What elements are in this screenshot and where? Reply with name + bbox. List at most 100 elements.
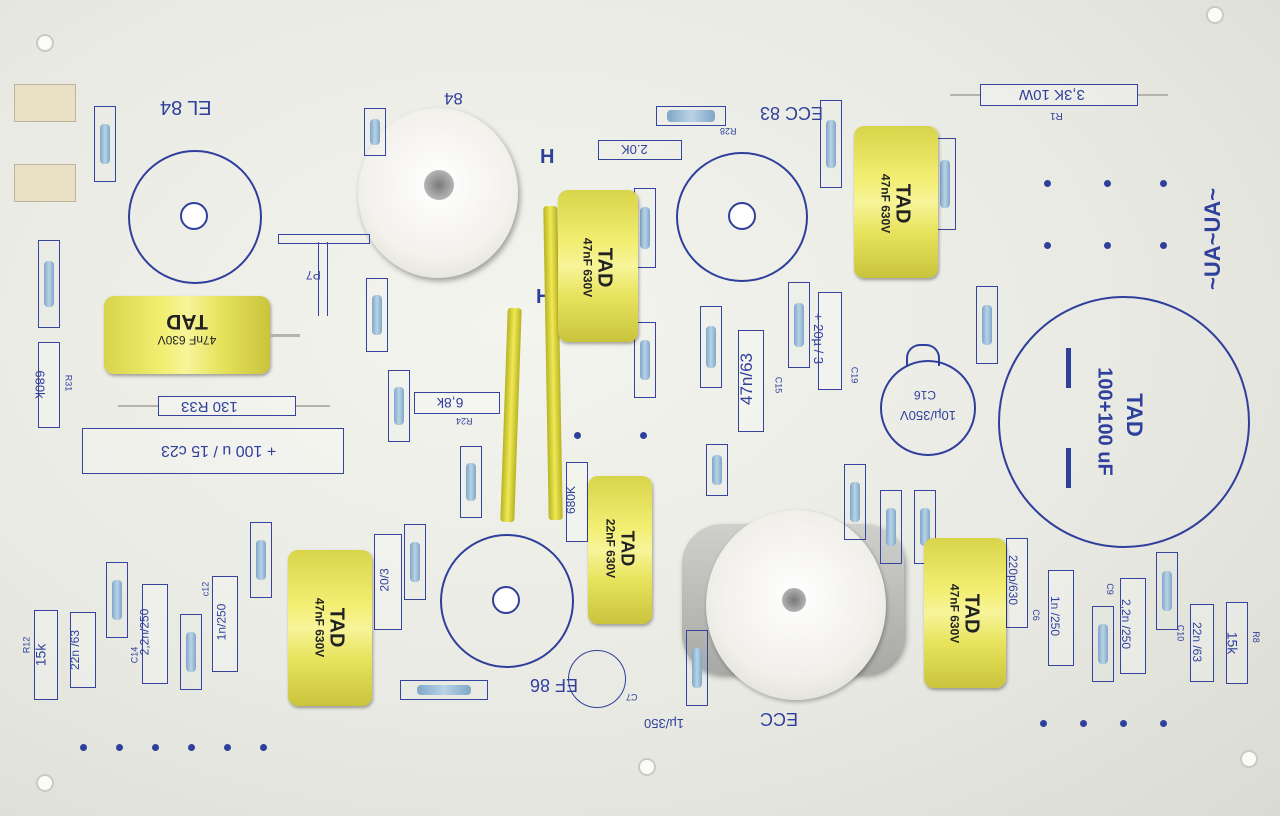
r21-resistor xyxy=(976,286,998,364)
c12-footprint: 1n/250 xyxy=(212,576,238,672)
r680k-footprint: 680K xyxy=(564,462,588,542)
r8-footprint: 15k xyxy=(1224,602,1248,684)
c9-footprint: 2,2n /250 xyxy=(1119,578,1146,674)
tad-cap-brand: TAD xyxy=(891,183,914,224)
tad-cap-c5: TAD 47nF 630V xyxy=(924,538,1006,688)
mounting-hole xyxy=(36,774,54,792)
tad-cap-value: 47nF 630V xyxy=(947,583,962,644)
r1-footprint: 3,3K 10W xyxy=(980,84,1138,106)
ecc-metal-socket xyxy=(682,510,904,710)
ua-label: ~UA~UA~ xyxy=(1200,187,1225,290)
r4-resistor xyxy=(880,490,902,564)
r11-resistor xyxy=(1156,552,1178,630)
connector-tab xyxy=(14,164,76,202)
c6-value: 220p/630 xyxy=(1006,554,1021,606)
r12-footprint: 15k xyxy=(32,610,58,700)
h-label: H xyxy=(540,146,555,168)
ecc-label: ECC xyxy=(760,709,799,729)
c9-ref: C9 xyxy=(1104,583,1115,595)
c19-ref: C19 xyxy=(849,366,860,384)
big-cap-value: 100+100 uF xyxy=(1093,367,1116,476)
mounting-hole xyxy=(1240,750,1258,768)
r24-footprint: 6,8k xyxy=(414,392,500,414)
tad-cap-value: 22nF 630V xyxy=(603,518,618,579)
lead xyxy=(296,405,330,407)
r1-value: 3,3K 10W xyxy=(1019,86,1085,103)
c10-footprint: 22n /63 xyxy=(1190,604,1214,682)
r8-value: 15k xyxy=(1224,631,1241,655)
r28-ref: R28 xyxy=(720,126,737,136)
c16-tab xyxy=(906,344,940,366)
r18-resistor xyxy=(686,630,708,706)
el84-label: EL 84 xyxy=(160,96,212,118)
tube-84-label: 84 xyxy=(444,89,463,108)
big-electrolytic-outline xyxy=(998,296,1250,548)
c19-footprint: + 20µ / 3 xyxy=(811,292,842,390)
tad-cap-value: 47nF 630V xyxy=(157,333,217,348)
r680k-value: 680K xyxy=(564,485,579,515)
tad-cap-value: 47nF 630V xyxy=(580,237,595,298)
r20-resistor xyxy=(700,306,722,388)
tad-cap-brand: TAD xyxy=(166,310,208,334)
c20-value: 20/3 xyxy=(377,568,392,592)
c9-value: 2,2n /250 xyxy=(1119,598,1134,650)
c14-footprint: 2,2n/250 xyxy=(137,584,168,684)
r33-label: 130 R33 xyxy=(181,398,238,415)
c15b-footprint: 22n /63 xyxy=(68,612,96,688)
c14-value: 2,2n/250 xyxy=(137,608,152,656)
r17-resistor xyxy=(706,444,728,496)
lead xyxy=(1138,94,1168,96)
c7-outline xyxy=(568,650,626,708)
c20-footprint: 20/3 xyxy=(374,534,402,630)
r16-resistor xyxy=(250,522,272,598)
r6-resistor xyxy=(460,446,482,518)
r31-value: 680k xyxy=(32,370,48,399)
c15-value: 47n/63 xyxy=(737,353,756,405)
c6-footprint: 220p/630 xyxy=(1006,538,1028,628)
c12-ref: c12 xyxy=(200,581,211,597)
c19-label: + 20µ / 3 xyxy=(811,312,827,365)
r35-resistor xyxy=(364,108,386,156)
tube-socket-84 xyxy=(358,108,518,278)
tad-cap-c4: TAD 47nF 630V xyxy=(288,550,372,706)
r28-value: 2.0K xyxy=(621,142,648,157)
r24-ref: R24 xyxy=(456,416,473,426)
r31-footprint: 680k xyxy=(33,342,60,428)
tad-cap-horizontal: TAD 47nF 630V xyxy=(104,296,270,374)
r36-resistor xyxy=(94,106,116,182)
c6b-value: 1n /250 xyxy=(1048,595,1063,637)
tad-cap-brand: TAD xyxy=(593,247,616,288)
big-cap-brand: TAD xyxy=(1121,393,1147,437)
mounting-hole xyxy=(36,34,54,52)
r3-resistor xyxy=(400,680,488,700)
tad-cap-c1: TAD 47nF 630V xyxy=(558,190,638,342)
r27-resistor xyxy=(820,100,842,188)
c7-value: 1µ/350 xyxy=(644,716,685,731)
c15-ref: C15 xyxy=(773,376,784,394)
c14-ref: C14 xyxy=(129,646,140,664)
lead xyxy=(270,334,300,337)
r23-resistor xyxy=(788,282,810,368)
r7-resistor xyxy=(844,464,866,540)
r32-resistor xyxy=(366,278,388,352)
r12-ref: R12 xyxy=(21,636,32,654)
c7-ref: C7 xyxy=(626,692,638,702)
c6b-footprint: 1n /250 xyxy=(1048,570,1074,666)
tad-cap-brand: TAD xyxy=(960,593,983,634)
r31-ref: R31 xyxy=(63,374,74,392)
tad-cap-value: 47nF 630V xyxy=(878,173,893,234)
lead xyxy=(118,405,158,407)
c10-value: 22n /63 xyxy=(1190,621,1205,663)
mounting-hole xyxy=(1206,6,1224,24)
c12-value: 1n/250 xyxy=(214,603,229,641)
r12-value: 15k xyxy=(32,643,49,667)
r30-resistor xyxy=(388,370,410,442)
c23-label: + 100 u / 15 c23 xyxy=(161,442,277,459)
r10-resistor xyxy=(1092,606,1114,682)
r1-ref: R1 xyxy=(1050,110,1063,121)
c15b-value: 22n /63 xyxy=(68,629,83,671)
c15-footprint: 47n/63 xyxy=(737,330,764,432)
r33-footprint: 130 R33 xyxy=(158,396,296,416)
r28b-footprint: 2.0K xyxy=(598,140,682,160)
